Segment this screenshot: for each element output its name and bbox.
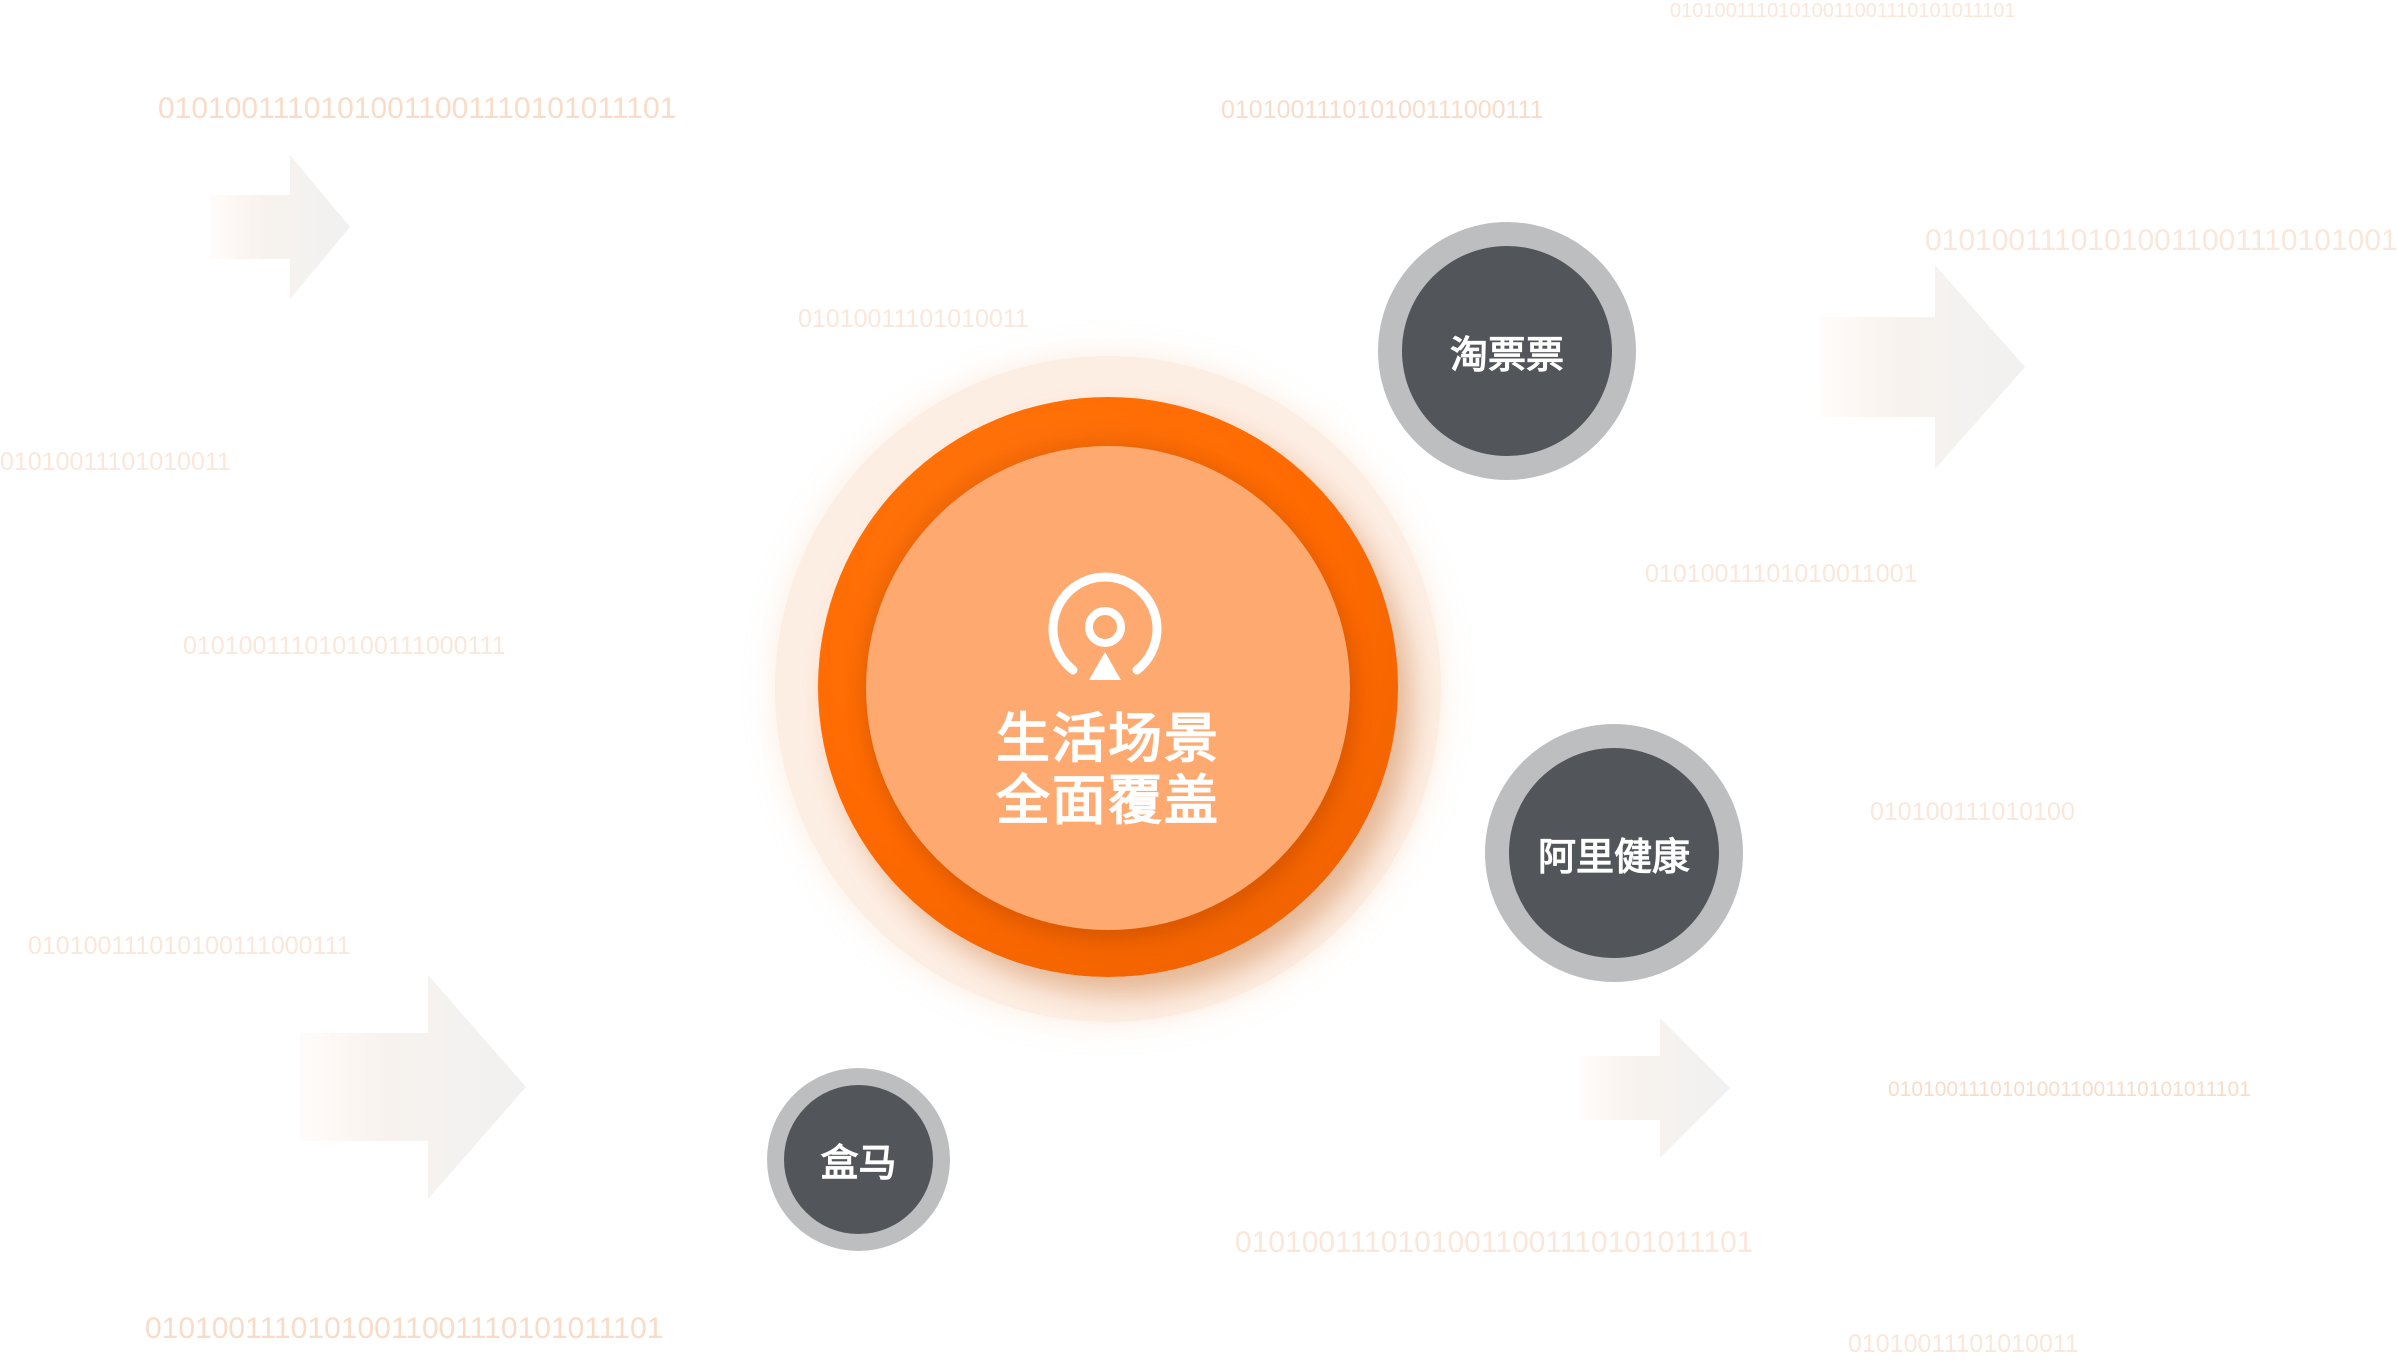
satellite-taopiaopiao: 淘票票 — [1378, 222, 1636, 480]
hub-title-line2: 全面覆盖 — [996, 769, 1220, 832]
binary-text: 01010011101010011001 — [1645, 560, 1918, 588]
arrow-right-icon — [300, 975, 526, 1199]
binary-text: 01010011101010011001110101011101 — [1670, 0, 2016, 22]
satellite-label: 盒马 — [784, 1085, 933, 1234]
arrow-right-icon — [210, 155, 350, 299]
binary-text: 01010011101010011 — [798, 305, 1029, 333]
binary-text: 01010011101010011 — [0, 448, 231, 476]
binary-text: 01010011101010011001110101001 — [1925, 224, 2398, 257]
binary-text: 010100111010100111000111 — [28, 932, 351, 960]
location-pin-icon — [1048, 572, 1162, 680]
binary-text: 010100111010100111000111 — [183, 632, 506, 660]
binary-text: 01010011101010011001110101011101 — [145, 1312, 664, 1345]
binary-text: 01010011101010011 — [1848, 1330, 2079, 1358]
satellite-label: 阿里健康 — [1509, 748, 1719, 958]
binary-text: 01010011101010011001110101011101 — [1888, 1078, 2251, 1101]
hub-title-line1: 生活场景 — [996, 707, 1220, 770]
arrow-right-icon — [1580, 1018, 1730, 1158]
satellite-label: 淘票票 — [1402, 246, 1612, 456]
binary-text: 010100111010100111000111 — [1221, 96, 1544, 124]
binary-text: 01010011101010011001110101011101 — [1235, 1226, 1754, 1259]
arrow-right-icon — [1820, 265, 2025, 469]
hub-core — [866, 446, 1350, 930]
binary-text: 01010011101010011001110101011101 — [158, 92, 677, 125]
satellite-hema: 盒马 — [767, 1068, 950, 1251]
binary-text: 010100111010100 — [1870, 798, 2075, 826]
satellite-alihealth: 阿里健康 — [1485, 724, 1743, 982]
